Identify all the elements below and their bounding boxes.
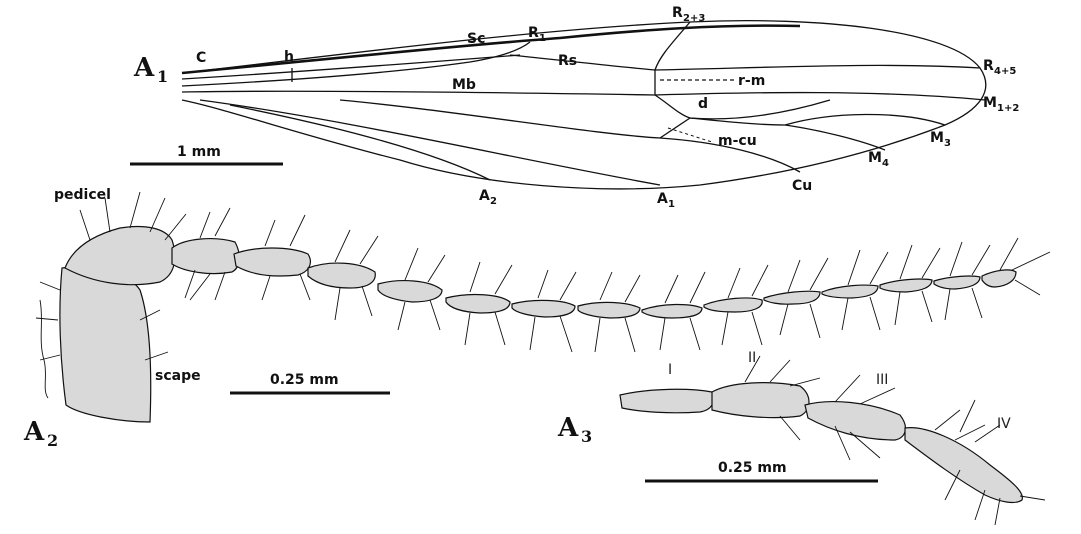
- label-costa: C: [196, 50, 206, 66]
- label-cu: Cu: [792, 178, 812, 194]
- label-mb: Mb: [452, 77, 476, 93]
- label-r1: R: [528, 25, 539, 41]
- label-r23: R: [672, 5, 683, 21]
- panel-label-a1-number: 1: [157, 67, 168, 86]
- label-m4-sub: 4: [882, 158, 889, 169]
- label-a2-vein: A: [479, 188, 490, 204]
- label-r23-sub: 2+3: [683, 13, 705, 24]
- label-rm: r-m: [738, 73, 765, 89]
- label-rs: Rs: [558, 53, 577, 69]
- segment-label-i: I: [668, 362, 672, 378]
- segment-label-ii: II: [748, 350, 756, 366]
- antenna-drawing: [35, 191, 1051, 423]
- label-humeral: h: [284, 49, 294, 65]
- label-m4: M: [868, 150, 882, 166]
- label-scape: scape: [155, 368, 201, 384]
- panel-label-a2: A: [23, 417, 45, 447]
- detail-drawing: [619, 355, 1046, 526]
- label-mcu: m-cu: [718, 133, 757, 149]
- label-m12: M: [983, 95, 997, 111]
- label-m12-sub: 1+2: [997, 103, 1019, 114]
- panel-label-a1: A: [133, 53, 155, 83]
- label-r1-sub: 1: [539, 33, 546, 44]
- label-pedicel: pedicel: [54, 187, 111, 203]
- label-r45-sub: 4+5: [994, 66, 1016, 77]
- label-a1-vein-sub: 1: [668, 199, 675, 210]
- panel-label-a3: A: [557, 413, 579, 443]
- wing-scale-label: 1 mm: [177, 144, 221, 160]
- label-m3: M: [930, 130, 944, 146]
- wing-drawing: [181, 20, 987, 190]
- label-r45: R: [983, 58, 994, 74]
- label-m3-sub: 3: [944, 138, 951, 149]
- detail-scale-label: 0.25 mm: [718, 460, 787, 476]
- panel-label-a3-number: 3: [581, 427, 592, 446]
- segment-label-iv: IV: [997, 416, 1011, 432]
- panel-label-a2-number: 2: [47, 431, 58, 450]
- segment-label-iii: III: [876, 372, 888, 388]
- label-subcosta: Sc: [467, 31, 485, 47]
- label-a2-vein-sub: 2: [490, 196, 497, 207]
- antenna-scale-label: 0.25 mm: [270, 372, 339, 388]
- label-a1-vein: A: [657, 191, 668, 207]
- label-discal-cell: d: [698, 96, 708, 112]
